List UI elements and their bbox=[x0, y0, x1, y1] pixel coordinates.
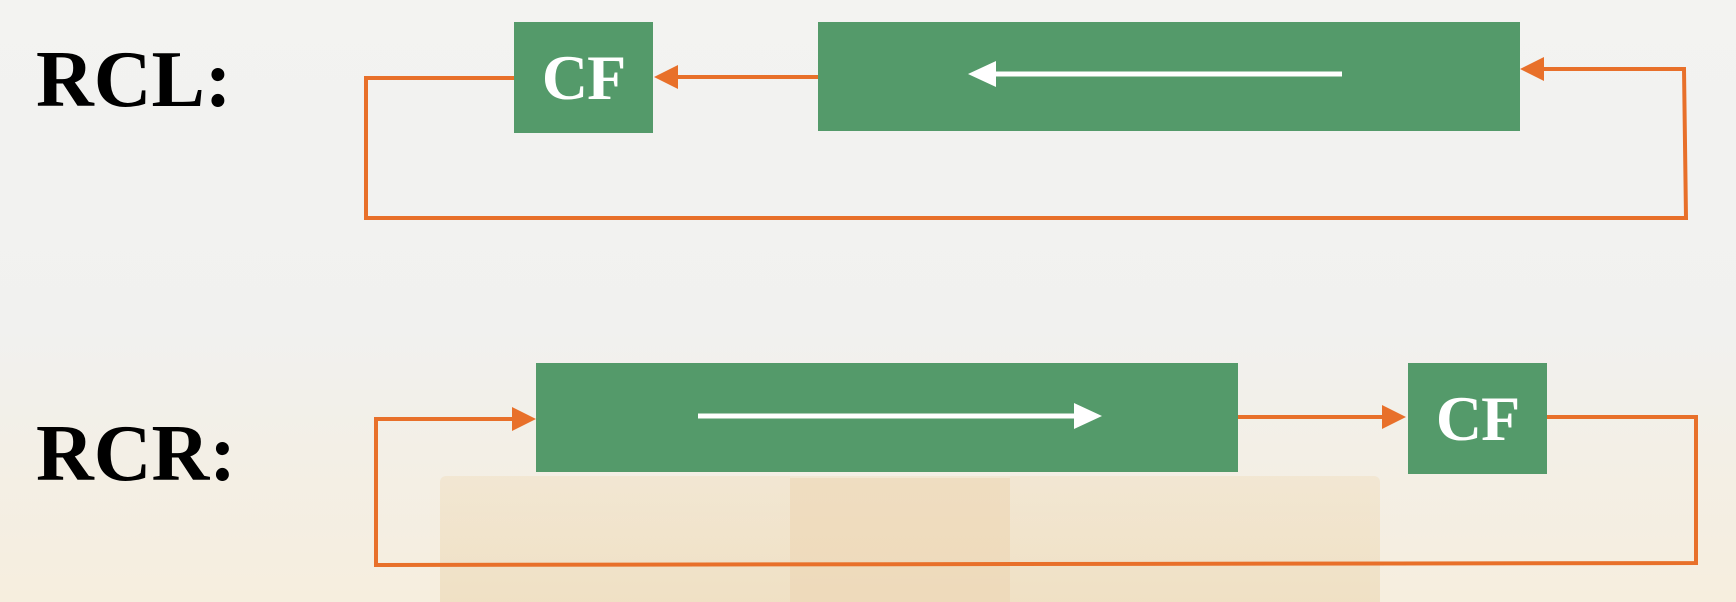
background-building-tower bbox=[790, 478, 1010, 602]
rcl-carry-flag-label: CF bbox=[541, 41, 626, 113]
rcl-register-to-cf-arrowhead bbox=[654, 65, 678, 89]
rcl-label: RCL: bbox=[36, 36, 232, 124]
rcr-carry-flag-box: CF bbox=[1408, 363, 1547, 474]
rcr-carry-flag-label: CF bbox=[1435, 382, 1520, 454]
rcr-feedback-loop-line bbox=[374, 415, 1698, 568]
rcr-register-to-cf-arrowhead bbox=[1382, 405, 1406, 429]
rcr-feedback-loop-arrowhead bbox=[512, 407, 536, 431]
rcl-carry-flag-box: CF bbox=[514, 22, 653, 133]
arrow-left-icon bbox=[968, 61, 996, 87]
rcl-feedback-loop-line bbox=[364, 67, 1689, 220]
rcl-feedback-loop-arrowhead bbox=[1520, 57, 1544, 81]
rcr-label: RCR: bbox=[36, 410, 236, 498]
arrow-right-icon bbox=[1074, 403, 1102, 429]
